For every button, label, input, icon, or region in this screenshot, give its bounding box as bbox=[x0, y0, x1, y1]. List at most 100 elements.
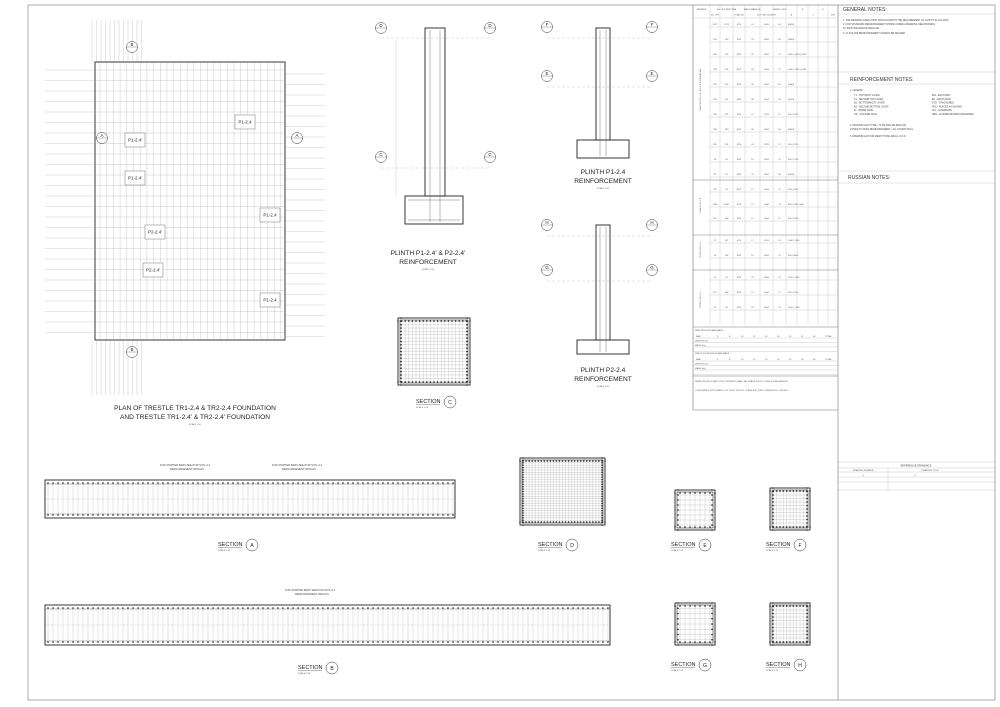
bar-size-cell: 6 bbox=[717, 336, 719, 338]
section-marker-a[interactable]: A bbox=[96, 132, 108, 144]
section-marker-g[interactable]: G bbox=[541, 264, 553, 276]
section-marker-c[interactable]: C bbox=[484, 151, 496, 163]
schedule-header: C bbox=[812, 15, 814, 17]
schedule-cell: 21 bbox=[778, 69, 781, 71]
schedule-cell: 10 bbox=[751, 159, 754, 161]
schedule-cell: 06 bbox=[751, 99, 754, 101]
schedule-cell: 112 bbox=[713, 292, 717, 294]
schedule-cell: 04 bbox=[751, 69, 754, 71]
rebar-dot bbox=[806, 522, 808, 524]
rebar-dot bbox=[709, 526, 711, 528]
schedule-cell: Ø25 bbox=[737, 84, 742, 86]
section-marker-b[interactable]: B bbox=[126, 346, 138, 358]
rebar-dot bbox=[772, 605, 774, 608]
bar-size-cell: TOTAL bbox=[825, 335, 833, 338]
rebar-dot bbox=[714, 526, 716, 528]
reference-row1-number: X bbox=[862, 475, 864, 477]
rebar-dot bbox=[694, 526, 696, 528]
rebar-dot bbox=[711, 638, 713, 641]
schedule-cell: 1400 | 3500 | 1400 bbox=[788, 54, 807, 56]
section-marker-h[interactable]: H bbox=[646, 219, 658, 231]
section-mark: B bbox=[330, 666, 334, 672]
section-marker-g[interactable]: G bbox=[646, 264, 658, 276]
bar-size-cell: 25 bbox=[789, 336, 792, 338]
rebar-dot bbox=[522, 500, 524, 502]
rebar-dot bbox=[677, 633, 679, 636]
section-marker-f[interactable]: F bbox=[646, 21, 658, 33]
rebar-dot bbox=[806, 518, 808, 521]
rebar-dot bbox=[674, 605, 676, 607]
schedule-cell: Ø25 bbox=[737, 129, 742, 131]
rebar-dot bbox=[711, 602, 713, 604]
rebar-dot bbox=[704, 605, 706, 607]
plinth-box bbox=[124, 132, 146, 148]
schedule-header: No. OFF bbox=[711, 15, 720, 17]
bar-size-cell: 40 bbox=[813, 336, 816, 338]
plinth-label: P2-2.4' bbox=[146, 268, 160, 273]
rebar-dot bbox=[466, 354, 468, 356]
rebar-dot bbox=[400, 344, 402, 346]
rebar-dot bbox=[689, 526, 691, 528]
rebar-dot bbox=[522, 483, 524, 486]
rebar-dot bbox=[458, 320, 461, 322]
legend-item: ABR - ALTERNATE BARS REVERSED bbox=[932, 113, 974, 116]
plinth-p2-detail: PLINTH P2-2.4 REINFORCEMENT SCALE 1:50 bbox=[547, 224, 652, 388]
rebar-dot bbox=[711, 499, 713, 501]
section-marker-e[interactable]: E bbox=[541, 70, 553, 82]
rebar-dot bbox=[522, 495, 524, 498]
rebar-dot bbox=[598, 521, 600, 523]
rebar-dot bbox=[792, 526, 795, 528]
schedule-cell: 1360 bbox=[713, 204, 719, 206]
schedule-cell: 02 bbox=[751, 39, 754, 41]
rebar-dot bbox=[585, 521, 588, 523]
rebar-dot bbox=[555, 460, 558, 462]
section-marker-f[interactable]: F bbox=[541, 21, 553, 33]
schedule-cell: Ø12 bbox=[737, 277, 742, 279]
section-scale: SCALE 1:25 bbox=[766, 549, 779, 552]
rebar-dot bbox=[522, 514, 524, 517]
general-note-3: 3. CLASS 500 REINFORCEMENT CANNOT BE WEL… bbox=[843, 32, 905, 35]
schedule-cell: 226 bbox=[713, 39, 717, 41]
rebar-dot bbox=[679, 641, 681, 643]
rebar-dot bbox=[799, 605, 801, 607]
marker-letter: H bbox=[545, 220, 548, 225]
schedule-cell: 226 bbox=[713, 54, 717, 56]
rebar-dot bbox=[772, 644, 774, 646]
marker-letter: D bbox=[379, 23, 383, 28]
rebar-dot bbox=[466, 380, 468, 383]
weight-row-label: MASS (kg) bbox=[695, 344, 706, 347]
rebar-dot bbox=[684, 526, 686, 528]
section-marker-h[interactable]: H bbox=[541, 219, 553, 231]
starter-note-a1: FOR STARTER BARS SEE PLINTH P1-2.4 bbox=[160, 463, 211, 467]
rebar-dot bbox=[772, 637, 774, 639]
starter-note-b1: FOR STARTER BARS SEE PLINTH P1-2.4 bbox=[285, 588, 336, 592]
schedule-cell: 6000 bbox=[764, 174, 770, 176]
schedule-cell: 12 bbox=[751, 189, 754, 191]
section-marker-c[interactable]: C bbox=[375, 151, 387, 163]
section-marker-b[interactable]: B bbox=[126, 41, 138, 53]
section-marker-a[interactable]: A bbox=[291, 132, 303, 144]
plinth-boxes: P1-2.4'P1-2.4'P2-2.4'P2-2.4'P1-2.4P1-2.4… bbox=[124, 114, 281, 308]
rebar-dot bbox=[795, 605, 798, 607]
general-note-2: 2. FOR STANDARD REINFORCEMENT SHAPE CODE… bbox=[843, 23, 935, 26]
rebar-dot bbox=[522, 461, 524, 464]
marker-letter: C bbox=[379, 152, 383, 157]
rebar-dot bbox=[573, 460, 576, 462]
section-marker-d[interactable]: D bbox=[375, 22, 387, 34]
rebar-dot bbox=[466, 333, 468, 336]
reference-drawings-table: REFERENCE DRAWINGS DRAWING NUMBER DRAWIN… bbox=[837, 461, 996, 491]
section-marker-e[interactable]: E bbox=[646, 70, 658, 82]
reference-row1-title: X bbox=[914, 475, 916, 477]
rebar-dot bbox=[782, 605, 785, 607]
schedule-cell: 23 bbox=[751, 277, 754, 279]
rebar-dot bbox=[573, 521, 576, 523]
rebar-dot bbox=[795, 490, 798, 492]
rebar-dot bbox=[400, 367, 402, 370]
plinth-box bbox=[259, 207, 281, 223]
rebar-dot bbox=[408, 381, 410, 383]
section-marker-d[interactable]: D bbox=[484, 22, 496, 34]
rebar-dot bbox=[806, 637, 808, 639]
rebar-dot bbox=[601, 497, 603, 500]
